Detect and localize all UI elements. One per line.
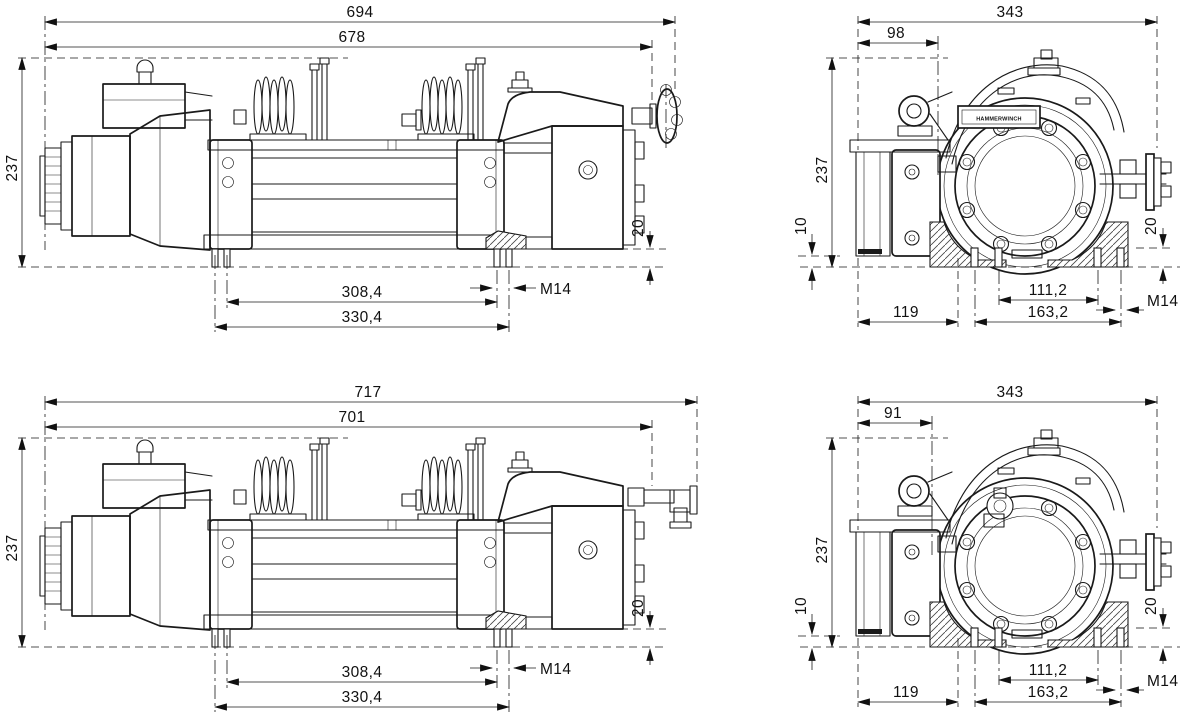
dim-stud-length: 20 <box>630 219 647 237</box>
dim-feet-span-inner: 111,2 <box>1029 282 1068 299</box>
dim-bracket-width: 119 <box>893 684 919 701</box>
air-clutch-fitting <box>627 485 698 529</box>
dim-frame-length: 701 <box>338 409 365 426</box>
dim-feet-span-inner: 111,2 <box>1029 662 1068 679</box>
dim-base-gap: 10 <box>793 597 810 615</box>
dimensions-side-b: 717 701 237 20 M14 308,4 330,4 <box>4 384 699 712</box>
dim-height: 237 <box>4 534 21 561</box>
view-side-standard: 694 678 237 20 M14 308,4 330,4 <box>4 4 683 332</box>
nameplate: HAMMERWINCH <box>957 105 1041 129</box>
dim-height: 237 <box>814 536 831 563</box>
dim-stud-length: 20 <box>1143 217 1160 235</box>
freespool-handwheel <box>631 84 683 150</box>
dim-bracket-width: 119 <box>893 304 919 321</box>
dim-height: 237 <box>4 154 21 181</box>
view-side-air: 717 701 237 20 M14 308,4 330,4 <box>4 384 699 712</box>
dim-outer-feet-span: 330,4 <box>342 309 383 326</box>
dim-overall-width: 343 <box>996 4 1023 21</box>
view-end-standard: HAMMERWINCH 343 98 237 10 20 <box>793 4 1180 327</box>
dim-stud-thread: M14 <box>1147 673 1178 690</box>
dim-stud-length: 20 <box>1143 597 1160 615</box>
dim-overall-width: 343 <box>996 384 1023 401</box>
dim-stud-thread: M14 <box>540 281 571 298</box>
dim-overall-length: 694 <box>346 4 373 21</box>
air-valve-fitting <box>983 487 1014 528</box>
dim-motor-offset: 98 <box>887 25 905 42</box>
dim-motor-offset: 91 <box>884 405 902 422</box>
dim-stud-thread: M14 <box>540 661 571 678</box>
dim-frame-length: 678 <box>338 29 365 46</box>
dim-feet-span-outer: 163,2 <box>1028 304 1069 321</box>
dim-stud-thread: M14 <box>1147 293 1178 310</box>
dim-drum-feet-span: 308,4 <box>342 664 383 681</box>
nameplate-text: HAMMERWINCH <box>976 117 1021 123</box>
dimensions-end-b: 343 91 237 10 20 111,2 M14 163,2 <box>793 384 1180 707</box>
dim-feet-span-outer: 163,2 <box>1028 684 1069 701</box>
dimensions-side-a: 694 678 237 20 M14 308,4 330,4 <box>4 4 677 332</box>
dim-outer-feet-span: 330,4 <box>342 689 383 706</box>
dim-stud-length: 20 <box>630 599 647 617</box>
dim-drum-feet-span: 308,4 <box>342 284 383 301</box>
dimensions-end-a: 343 98 237 10 20 111,2 M14 163,2 <box>793 4 1180 327</box>
dim-overall-length: 717 <box>354 384 381 401</box>
view-end-air: 343 91 237 10 20 111,2 M14 163,2 <box>793 384 1180 707</box>
dim-height: 237 <box>814 156 831 183</box>
dim-base-gap: 10 <box>793 217 810 235</box>
